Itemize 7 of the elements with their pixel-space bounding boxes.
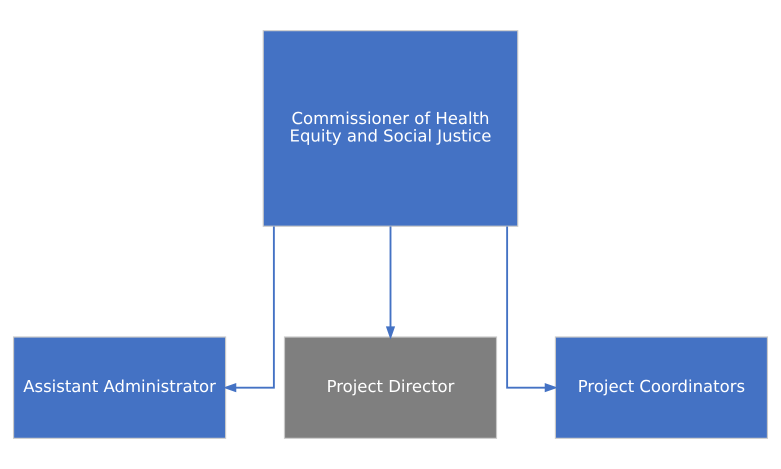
node-box: Project Director <box>284 336 498 439</box>
node-box: Project Coordinators <box>554 336 768 439</box>
arrow <box>223 226 275 392</box>
arrow <box>386 226 396 340</box>
arrow <box>506 226 558 392</box>
node-box: Commissioner of Health Equity and Social Justice <box>262 30 518 227</box>
node-box: Assistant Administrator <box>12 336 226 439</box>
